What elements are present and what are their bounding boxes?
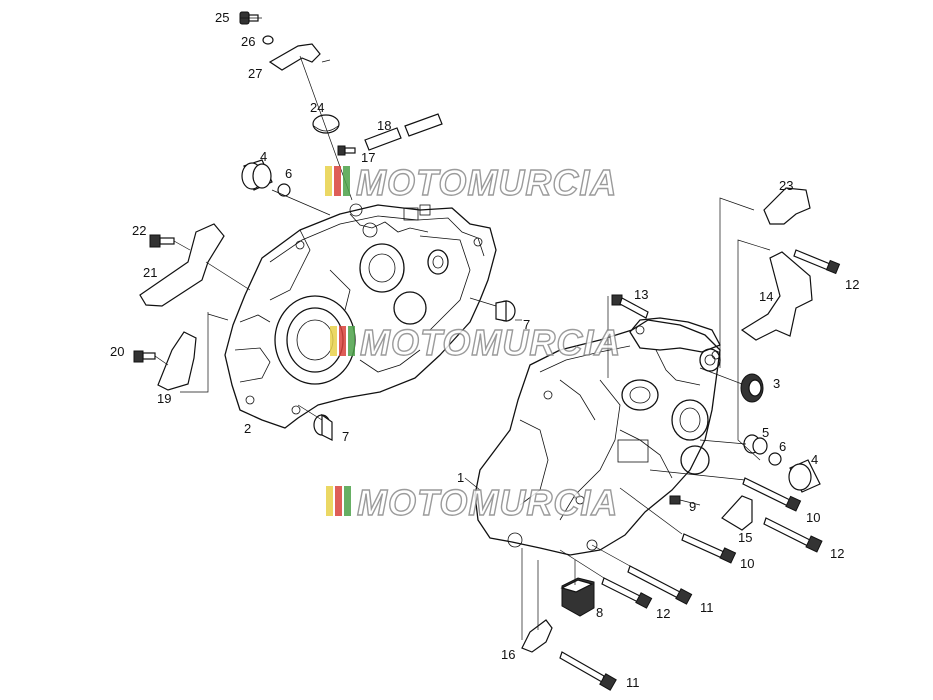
bearing-4-right [788,459,821,493]
dowel-pins-18 [364,113,443,151]
callout-2: 2 [244,421,251,436]
screw-22 [149,234,175,248]
bracket-14 [740,251,813,341]
callout-19: 19 [157,391,171,406]
watermark-stripe [330,326,337,356]
callout-10-lower: 10 [740,556,754,571]
callout-9: 9 [689,499,696,514]
watermark-text: MOTOMURCIA [360,322,621,363]
callout-15: 15 [738,530,752,545]
watermark-stripe [343,166,350,196]
clip-15 [721,495,753,531]
callout-22: 22 [132,223,146,238]
callout-14: 14 [759,289,773,304]
watermark-bottom: MOTOMURCIA [326,481,618,524]
callout-4-right: 4 [811,452,818,467]
right-crankcase-half [474,317,721,556]
bolt-11-middle [627,565,693,605]
callout-10-upper: 10 [806,510,820,525]
watermark-top: MOTOMURCIA [325,161,617,204]
callout-18: 18 [377,118,391,133]
bolt-13 [611,294,649,319]
callout-8: 8 [596,605,603,620]
screw-20 [133,350,156,363]
plug-24 [312,114,340,134]
callout-4-left: 4 [260,149,267,164]
watermark-stripe [334,166,341,196]
callout-12-top: 12 [845,277,859,292]
callout-26: 26 [241,34,255,49]
callout-12-middle: 12 [830,546,844,561]
callout-7-bottom: 7 [342,429,349,444]
watermark-stripe [344,486,351,516]
watermark-text: MOTOMURCIA [357,482,618,523]
bolt-12-top [793,249,841,275]
watermark-stripe [339,326,346,356]
leader-lines [154,17,771,640]
screw-17 [337,145,356,156]
clip-23 [763,187,811,225]
watermark-stripe [325,166,332,196]
callout-17: 17 [361,150,375,165]
bearing-4-left [241,159,273,191]
watermark-stripe [335,486,342,516]
block-9 [669,495,681,505]
pad-8 [560,577,595,617]
watermark-middle: MOTOMURCIA [330,321,621,364]
oring-6-right [768,452,782,466]
callout-11-bottom: 11 [626,675,640,690]
callout-24: 24 [310,100,324,115]
callout-20: 20 [110,344,124,359]
callout-21: 21 [143,265,157,280]
oring-6-left [277,183,291,197]
callout-13: 13 [634,287,648,302]
callout-6-right: 6 [779,439,786,454]
bolt-11-bottom [559,651,617,691]
watermark-stripe [348,326,355,356]
callout-27: 27 [248,66,262,81]
callout-3: 3 [773,376,780,391]
bolt-10-lower [681,533,737,564]
dowel-7-left [313,413,333,441]
watermark-text: MOTOMURCIA [356,162,617,203]
clamp-27 [268,43,321,71]
bolt-12-middle [763,517,823,553]
callout-11-middle: 11 [700,600,714,615]
bracket-21 [139,223,225,307]
callout-5: 5 [762,425,769,440]
bracket-16 [521,619,553,653]
left-crankcase-half [224,203,497,429]
callout-23: 23 [779,178,793,193]
callout-7-right: 7 [523,317,530,332]
callout-25: 25 [215,10,229,25]
callout-numbers: 25 26 27 24 18 17 4 6 22 21 20 19 2 7 7 … [110,10,859,690]
lever-19 [157,331,197,391]
dowel-7-right [495,300,516,322]
callout-6-left: 6 [285,166,292,181]
callout-12-lower: 12 [656,606,670,621]
bolt-12-lower [601,577,653,609]
callout-16: 16 [501,647,515,662]
bolt-10-upper [742,477,802,512]
callout-1: 1 [457,470,464,485]
watermark-stripe [326,486,333,516]
bushing-5 [743,434,768,455]
seal-3 [740,373,764,403]
washer-26 [262,35,274,45]
